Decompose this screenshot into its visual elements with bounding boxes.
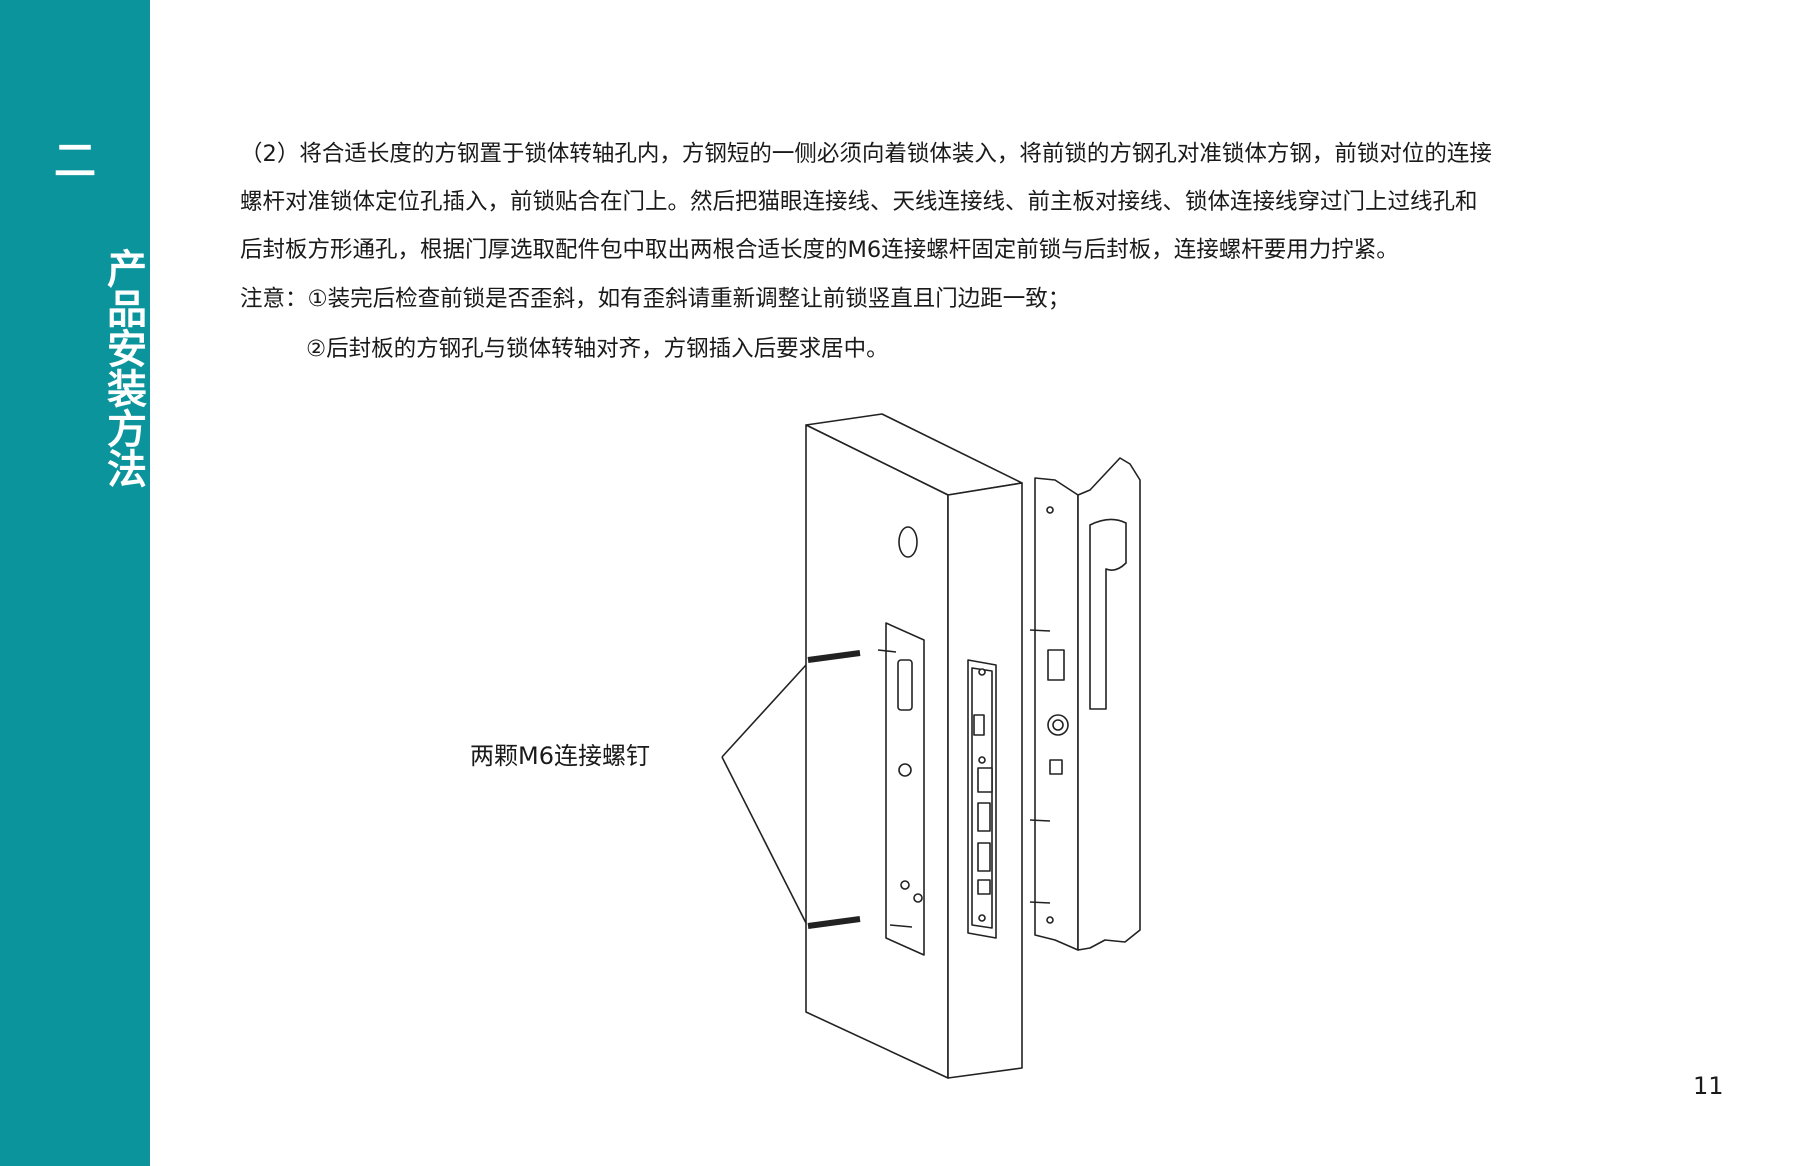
m6-screws: [807, 650, 861, 929]
note-item-2: ②后封板的方钢孔与锁体转轴对齐，方钢插入后要求居中。: [306, 336, 889, 362]
front-lock: [1029, 457, 1141, 951]
note-item-1: ①装完后检查前锁是否歪斜，如有歪斜请重新调整让前锁竖直且门边距一致；: [307, 286, 1071, 312]
sidebar: 二 产品安装方法: [0, 0, 150, 1166]
screw-bottom: [807, 916, 861, 929]
screw-top: [807, 650, 861, 663]
note-label: 注意：: [240, 286, 308, 312]
screw-callout-label: 两颗M6连接螺钉: [470, 742, 650, 770]
callout-leader: [721, 664, 807, 924]
cable-hole: [898, 526, 918, 558]
section-title-text: 产品安装方法: [100, 248, 146, 488]
step-line-3: 后封板方形通孔，根据门厚选取配件包中取出两根合适长度的M6连接螺杆固定前锁与后封…: [240, 237, 1399, 263]
note-line-2: ②后封板的方钢孔与锁体转轴对齐，方钢插入后要求居中。: [240, 324, 1620, 374]
instruction-text: （2）将合适长度的方钢置于锁体转轴孔内，方钢短的一侧必须向着锁体装入，将前锁的方…: [240, 130, 1620, 374]
note-line-1: 注意：①装完后检查前锁是否歪斜，如有歪斜请重新调整让前锁竖直且门边距一致；: [240, 274, 1620, 324]
lock-body: [967, 659, 997, 939]
section-title: 产品安装方法: [0, 248, 150, 488]
step-line-2: 螺杆对准锁体定位孔插入，前锁贴合在门上。然后把猫眼连接线、天线连接线、前主板对接…: [240, 189, 1478, 215]
section-number: 二: [53, 136, 96, 185]
step-line-1: （2）将合适长度的方钢置于锁体转轴孔内，方钢短的一侧必须向着锁体装入，将前锁的方…: [240, 141, 1492, 167]
page-number: 11: [1693, 1072, 1724, 1100]
mounting-plate: [877, 622, 925, 956]
